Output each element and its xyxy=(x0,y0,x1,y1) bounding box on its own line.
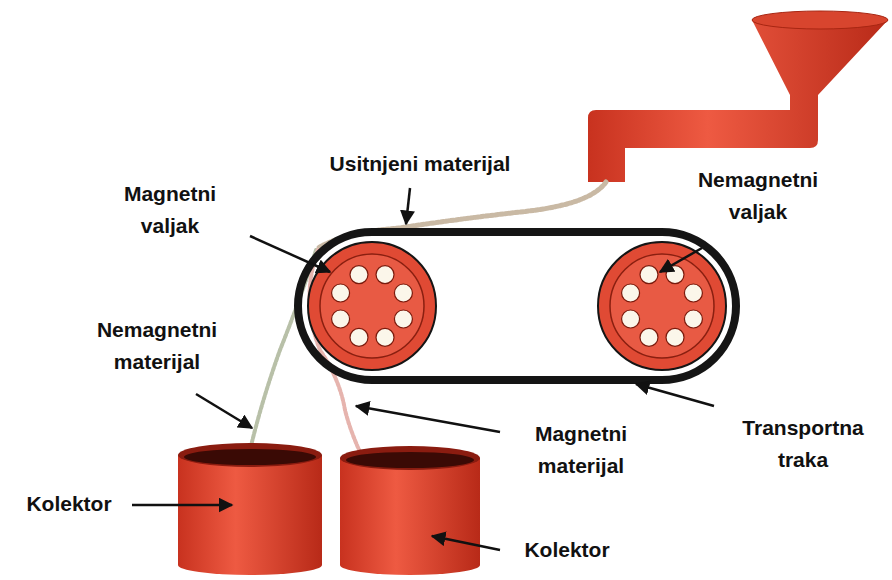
magnet-dot xyxy=(684,310,702,328)
magnet-dot xyxy=(640,328,658,346)
magnet-dot xyxy=(640,266,658,284)
label-magnetic-roller: Magnetni valjak xyxy=(100,178,240,241)
label-non-magnetic-material: Nemagnetni materijal xyxy=(62,314,252,377)
magnet-dot xyxy=(394,310,412,328)
label-collector: Kolektor xyxy=(8,488,130,520)
magnet-dot xyxy=(622,310,640,328)
magnet-dot xyxy=(332,310,350,328)
magnet-dot xyxy=(394,284,412,302)
label-feed: Usitnjeni materijal xyxy=(288,148,552,180)
magnet-dot xyxy=(666,328,684,346)
label-non-magnetic-roller: Nemagnetni valjak xyxy=(672,164,844,227)
collector-left xyxy=(178,443,322,575)
funnel xyxy=(588,11,888,182)
conveyor-belt xyxy=(298,232,736,380)
magnet-dot xyxy=(622,284,640,302)
roller-magnets xyxy=(332,266,703,347)
magnet-dot xyxy=(376,328,394,346)
magnetic-roller xyxy=(308,242,436,370)
non-magnetic-roller xyxy=(598,242,726,370)
magnet-dot xyxy=(350,328,368,346)
leader-arrows xyxy=(132,188,714,550)
material-stream xyxy=(250,182,606,452)
collector-right xyxy=(340,446,480,575)
label-collector: Kolektor xyxy=(506,534,628,566)
magnet-dot xyxy=(332,284,350,302)
label-magnetic-material: Magnetni materijal xyxy=(506,418,656,481)
magnet-dot xyxy=(684,284,702,302)
label-belt: Transportna traka xyxy=(718,412,888,475)
magnet-dot xyxy=(350,266,368,284)
magnet-dot xyxy=(376,266,394,284)
